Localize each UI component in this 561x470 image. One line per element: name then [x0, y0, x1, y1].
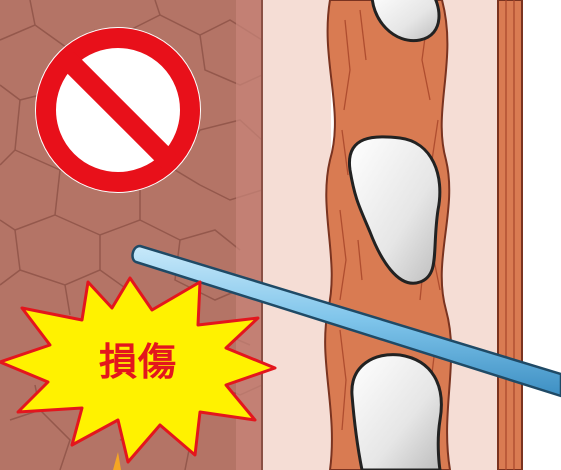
prohibition-icon	[35, 27, 201, 193]
damage-label: 損傷	[78, 336, 198, 388]
right-band	[498, 0, 522, 470]
vessel-bottom	[352, 355, 441, 470]
